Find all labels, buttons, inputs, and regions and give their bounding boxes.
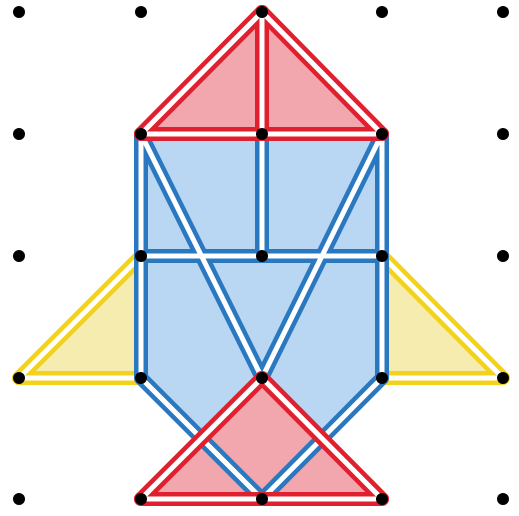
peg-dot xyxy=(135,372,147,384)
peg-dot xyxy=(13,6,25,18)
peg-dot xyxy=(13,493,25,505)
peg-dot xyxy=(376,372,388,384)
peg-dot xyxy=(497,6,509,18)
peg-dot xyxy=(497,128,509,140)
peg-dot xyxy=(497,250,509,262)
peg-dot xyxy=(135,6,147,18)
peg-dot xyxy=(497,372,509,384)
peg-dot xyxy=(135,493,147,505)
peg-dot xyxy=(13,128,25,140)
peg-dot xyxy=(256,372,268,384)
peg-dot xyxy=(376,6,388,18)
peg-dot xyxy=(135,250,147,262)
peg-dot xyxy=(13,250,25,262)
peg-dot xyxy=(376,250,388,262)
peg-dot xyxy=(497,493,509,505)
peg-dot xyxy=(256,493,268,505)
peg-dot xyxy=(256,6,268,18)
peg-dot xyxy=(256,250,268,262)
peg-dot xyxy=(13,372,25,384)
peg-dot xyxy=(376,493,388,505)
peg-dot xyxy=(256,128,268,140)
peg-dot xyxy=(135,128,147,140)
peg-dot xyxy=(376,128,388,140)
